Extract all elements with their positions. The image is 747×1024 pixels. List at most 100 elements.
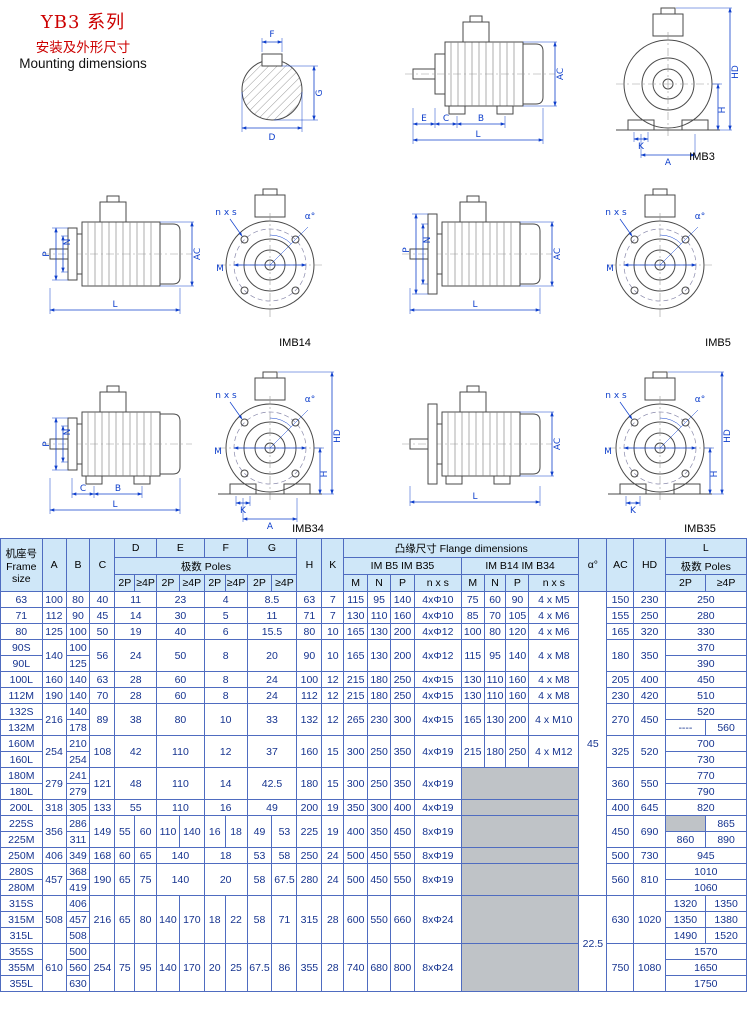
dim-value-cell: 300 [343, 767, 369, 800]
imb35-label: IMB35 [684, 523, 716, 535]
dim-value-cell: 100 [296, 671, 323, 688]
dim-value-cell: 241 [65, 767, 91, 784]
dim-value-cell: 95 [483, 639, 507, 672]
dim-value-cell: 945 [664, 847, 747, 864]
dim-value-cell: 12 [321, 703, 345, 736]
dim-value-cell: 165 [606, 623, 635, 640]
dim-value-cell: 690 [633, 815, 666, 848]
dim-value-cell: 58 [246, 863, 273, 896]
dim-value-cell: 865 [705, 815, 747, 832]
dim-value-cell: 860 [664, 831, 707, 848]
dim-value-cell: 24 [246, 687, 298, 704]
dim-value-cell: 125 [41, 623, 67, 640]
dim-value-cell: 450 [664, 671, 747, 688]
dim-label-g: G [315, 89, 325, 96]
dim-value-cell: 60 [156, 687, 205, 704]
dim-value-cell: 18 [224, 815, 248, 848]
dim-value-cell: 349 [65, 847, 91, 864]
dim-value-cell: 140 [156, 847, 205, 864]
dim-value-cell: 140 [390, 591, 415, 608]
dim-value-cell: 645 [633, 799, 666, 816]
dim-value-cell: 65 [134, 847, 157, 864]
header-b5-m: M [343, 574, 369, 592]
dim-label-h: H [320, 471, 330, 478]
frame-size-cell: 71 [0, 607, 43, 624]
dim-value-cell: 680 [367, 943, 392, 992]
header-b: B [65, 538, 91, 592]
dim-value-cell: 100 [65, 623, 91, 640]
dim-value-cell: 45 [89, 607, 116, 624]
frame-size-cell: 112M [0, 687, 43, 704]
frame-size-cell: 200L [0, 799, 43, 816]
dim-value-cell: 10 [321, 639, 345, 672]
dim-value-cell: 110 [483, 687, 507, 704]
dim-value-cell: 130 [460, 671, 485, 688]
header-g: G [246, 538, 298, 558]
frame-size-cell: 80 [0, 623, 43, 640]
dim-value-cell: 550 [367, 895, 392, 944]
dim-label-h: H [710, 471, 720, 478]
dim-value-cell: 71 [296, 607, 323, 624]
dim-label-hd: HD [723, 429, 733, 443]
header-e-2p: 2P [156, 574, 180, 592]
dim-value-cell: 14 [114, 607, 157, 624]
frame-size-cell: 100L [0, 671, 43, 688]
dim-value-cell: 80 [65, 591, 91, 608]
dim-value-cell: 254 [65, 751, 91, 768]
frame-size-cell: 225S [0, 815, 43, 832]
dim-value-cell: 165 [343, 639, 369, 672]
dim-value-cell: 155 [606, 607, 635, 624]
dim-value-cell: 50 [89, 623, 116, 640]
dim-value-cell: 58 [271, 847, 298, 864]
dim-value-cell: 250 [390, 671, 415, 688]
dim-value-cell: 140 [156, 863, 205, 896]
dim-value-cell: 42 [114, 735, 157, 768]
header-h: H [296, 538, 323, 592]
dim-value-cell: 48 [114, 767, 157, 800]
dim-value-cell: 8 [203, 687, 248, 704]
dim-value-cell: 350 [343, 799, 369, 816]
frame-size-cell: 355L [0, 975, 43, 992]
header-frame-size: 机座号 Frame size [0, 538, 43, 592]
dim-value-cell: 406 [65, 895, 91, 912]
dim-value-cell: 1750 [664, 975, 747, 992]
dim-value-cell: 8xΦ19 [413, 847, 462, 864]
frame-size-cell: 63 [0, 591, 43, 608]
dim-value-cell: 250 [367, 767, 392, 800]
dim-value-cell: 500 [65, 943, 91, 960]
dim-value-cell: 820 [664, 799, 747, 816]
dim-value-cell: 49 [246, 815, 273, 848]
dim-value-cell: 730 [664, 751, 747, 768]
dim-label-m: M [214, 447, 222, 457]
dim-value-cell: 8 [203, 639, 248, 672]
dim-value-cell: 67.5 [271, 863, 298, 896]
header-g-4p: ≥4P [271, 574, 298, 592]
dim-value-cell: 80 [156, 703, 205, 736]
empty-cell [460, 847, 580, 864]
dim-value-cell: 5 [203, 607, 248, 624]
header-frame-en1: Frame [6, 560, 37, 573]
frame-size-cell: 315S [0, 895, 43, 912]
dim-value-cell: 18 [203, 847, 248, 864]
dim-value-cell: 510 [664, 687, 747, 704]
dim-label-l: L [475, 130, 480, 140]
dim-value-cell: 4xΦ19 [413, 799, 462, 816]
dim-value-cell: 130 [483, 703, 507, 736]
dim-value-cell: 305 [65, 799, 91, 816]
dim-value-cell: 140 [65, 687, 91, 704]
dim-value-cell: 800 [390, 943, 415, 992]
dim-value-cell: 215 [460, 735, 485, 768]
dim-value-cell: 560 [705, 719, 747, 736]
frame-size-cell: 225M [0, 831, 43, 848]
dim-value-cell: 19 [321, 799, 345, 816]
header-d-2p: 2P [114, 574, 136, 592]
dim-value-cell: 140 [65, 671, 91, 688]
dim-value-cell: 100 [65, 639, 91, 656]
dim-value-cell: 630 [65, 975, 91, 992]
frame-size-cell: 160L [0, 751, 43, 768]
dim-label-b: B [115, 484, 121, 494]
dim-value-cell: 890 [705, 831, 747, 848]
